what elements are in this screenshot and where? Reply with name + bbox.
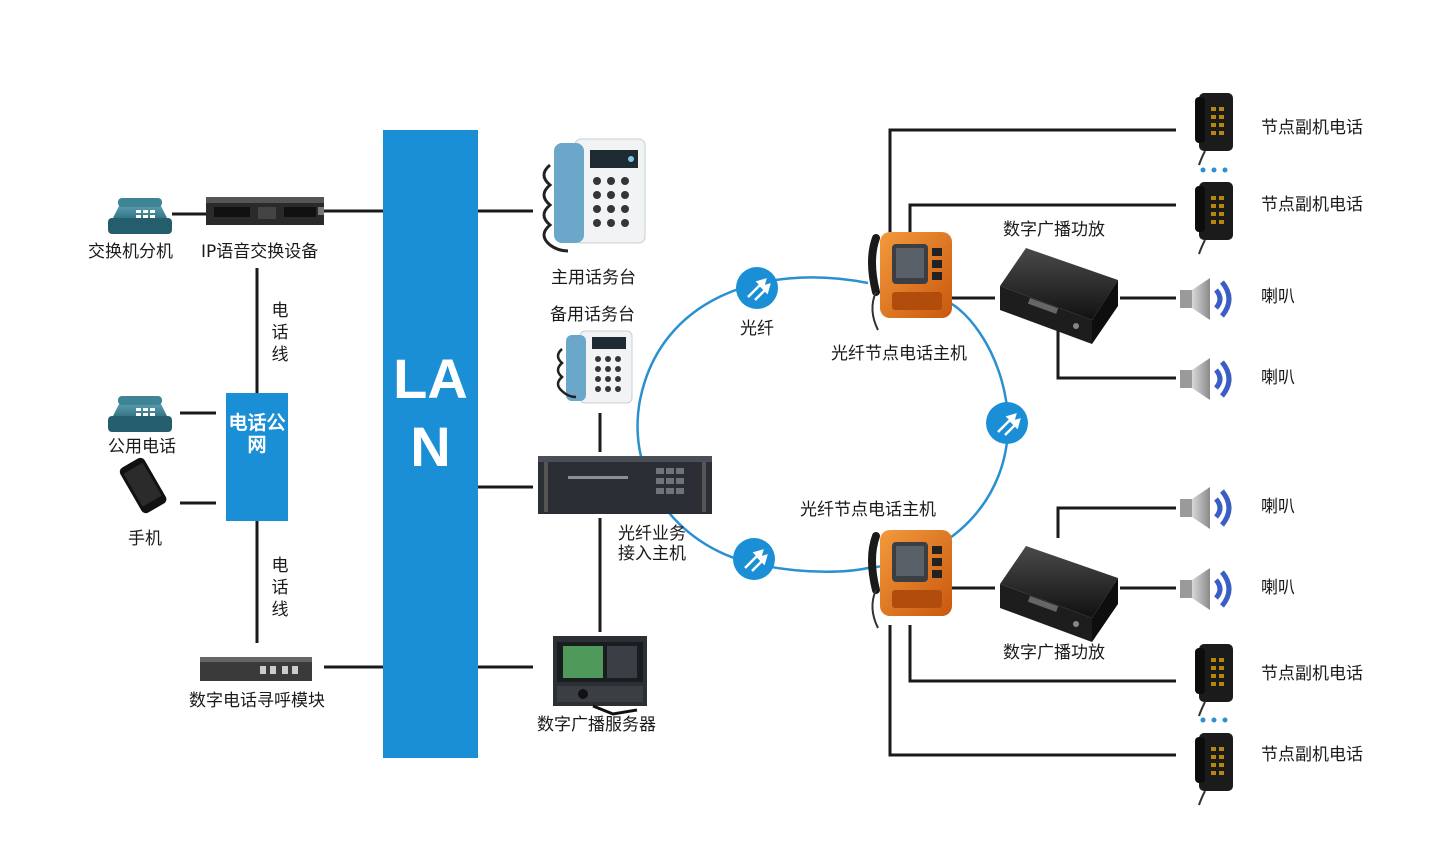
speaker-icon — [1180, 358, 1232, 400]
pstn-box — [226, 393, 288, 521]
lan-label: LAN — [393, 347, 468, 478]
lan-bar — [383, 130, 478, 758]
phone-line-bottom-label: 电话线 — [271, 556, 289, 620]
node-extension-label: 节点副机电话 — [1261, 118, 1363, 138]
speaker-label: 喇叭 — [1261, 497, 1295, 517]
speaker-label: 喇叭 — [1261, 368, 1295, 388]
node-extension-label: 节点副机电话 — [1261, 745, 1363, 765]
broadcast-server-icon — [553, 636, 647, 716]
amplifier-icon — [1000, 248, 1118, 344]
speaker-icon — [1180, 487, 1232, 529]
speaker-label: 喇叭 — [1261, 287, 1295, 307]
middle-connections — [478, 209, 602, 669]
console-phone-icon — [556, 330, 633, 404]
speaker-icon — [1180, 568, 1232, 610]
right-connections — [888, 128, 1176, 757]
node-extension-label: 节点副机电话 — [1261, 195, 1363, 215]
speaker-icon — [1180, 278, 1232, 320]
amplifier-top-label: 数字广播功放 — [1003, 220, 1105, 240]
explosion-proof-phone-icon — [868, 530, 952, 629]
speaker-label: 喇叭 — [1261, 578, 1295, 598]
fiber-label: 光纤 — [740, 319, 774, 339]
fiber-arrow-icon — [733, 538, 775, 580]
rack-device-icon — [206, 197, 324, 225]
smartphone-icon — [119, 457, 167, 514]
fiber-arrow-icon — [736, 267, 778, 309]
fiber-access-host-icon — [538, 456, 712, 514]
mobile-label: 手机 — [128, 529, 162, 549]
black-handset-phone-icon — [1195, 733, 1233, 806]
explosion-proof-phone-icon — [868, 232, 952, 331]
node-extension-label: 节点副机电话 — [1261, 664, 1363, 684]
fiber-ring — [636, 276, 1010, 573]
amplifier-bottom-label: 数字广播功放 — [1003, 643, 1105, 663]
pstn-label: 电话公网 — [228, 412, 286, 456]
black-handset-phone-icon — [1195, 93, 1233, 166]
ip-gateway-label: IP语音交换设备 — [201, 242, 319, 262]
node-host-bottom-label: 光纤节点电话主机 — [800, 500, 936, 520]
backup-console-label: 备用话务台 — [550, 305, 635, 325]
desk-phone-icon — [108, 396, 172, 432]
desk-phone-icon — [108, 198, 172, 234]
amplifier-icon — [1000, 546, 1118, 642]
broadcast-server-label: 数字广播服务器 — [537, 715, 656, 735]
left-connections — [172, 209, 383, 669]
fiber-access-host-label: 光纤业务 接入主机 — [618, 524, 686, 564]
phone-line-top-label: 电话线 — [271, 301, 289, 365]
main-console-label: 主用话务台 — [551, 268, 636, 288]
console-phone-icon — [542, 138, 646, 253]
rack-device-icon — [200, 657, 312, 681]
ellipsis-dots — [1200, 167, 1228, 723]
extension-phone-label: 交换机分机 — [88, 242, 173, 262]
black-handset-phone-icon — [1195, 182, 1233, 255]
paging-module-label: 数字电话寻呼模块 — [189, 691, 325, 711]
node-host-top-label: 光纤节点电话主机 — [831, 344, 967, 364]
public-phone-label: 公用电话 — [108, 437, 176, 457]
fiber-arrow-icon — [986, 402, 1028, 444]
black-handset-phone-icon — [1195, 644, 1233, 717]
